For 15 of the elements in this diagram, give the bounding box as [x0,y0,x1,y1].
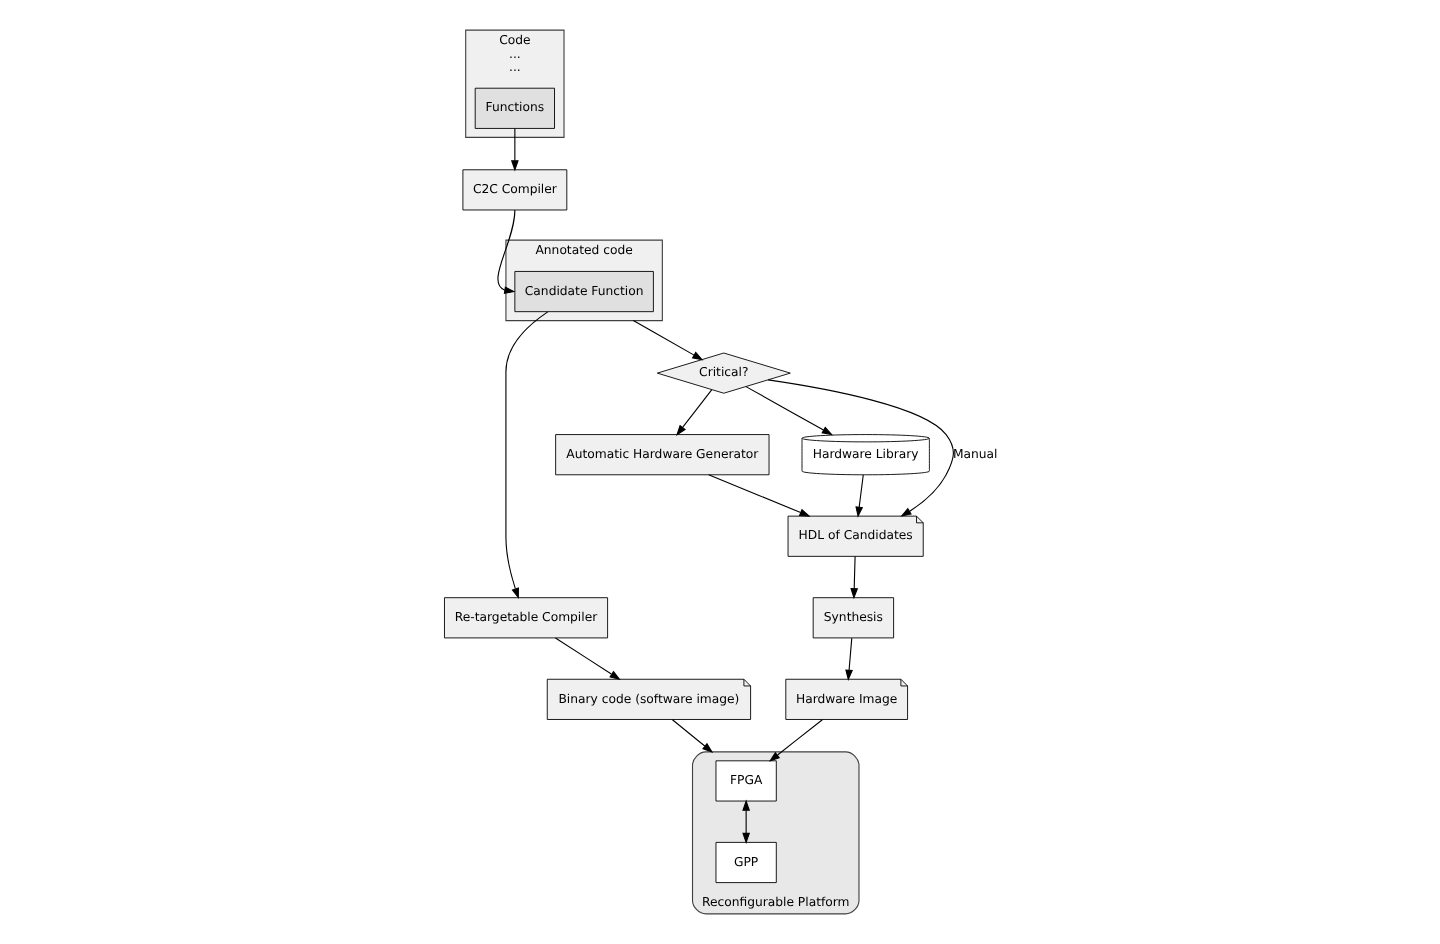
arrow [553,637,620,681]
arrow [849,556,858,600]
arrow [767,719,822,762]
arrow [509,128,518,172]
arrow [631,320,703,361]
arrow [844,637,852,681]
arrow [504,311,548,600]
arrow [741,799,750,845]
arrow [675,389,712,436]
arrow [670,719,713,753]
arrow [854,474,863,518]
arrow [496,209,515,294]
arrow [707,474,810,517]
arrow [766,379,953,517]
arrow [744,386,832,436]
